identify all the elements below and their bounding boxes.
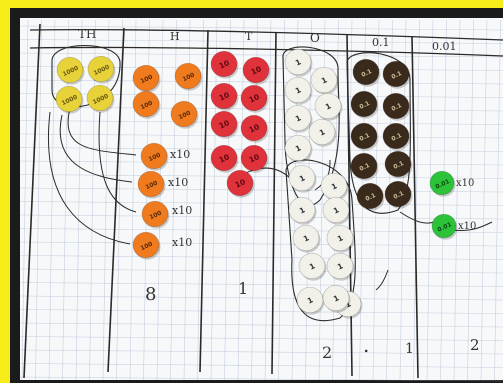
x10-label: x10 xyxy=(170,148,190,161)
digit-tens: 1 xyxy=(238,279,248,298)
decimal-point: . xyxy=(363,333,369,357)
header-tenths: 0.1 xyxy=(372,36,390,49)
digit-hundredths: 2 xyxy=(470,336,480,354)
digit-ones: 2 xyxy=(322,343,332,362)
header-hundredths: 0.01 xyxy=(432,40,457,53)
digit-hundreds: 8 xyxy=(145,284,156,305)
x10-label: x10 xyxy=(458,221,476,232)
x10-label: x10 xyxy=(172,236,192,249)
x10-label: x10 xyxy=(172,204,192,217)
header-th: TH xyxy=(78,27,96,41)
digit-tenths: 1 xyxy=(405,341,414,357)
header-t: T xyxy=(245,30,253,43)
header-h: H xyxy=(170,30,180,43)
header-o: O xyxy=(310,31,320,45)
x10-label: x10 xyxy=(456,178,474,189)
x10-label: x10 xyxy=(168,176,188,189)
